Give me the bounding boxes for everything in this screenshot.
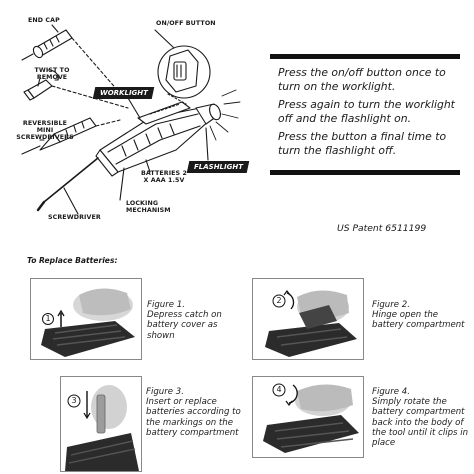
instruction-3: Press the button a final time to turn th… (278, 130, 447, 157)
label-reversible-mini: REVERSIBLE MINI SCREWDRIVERS (16, 120, 74, 142)
label-batteries: BATTERIES 2 X AAA 1.5V (141, 170, 187, 185)
patent-number: US Patent 6511199 (337, 223, 427, 234)
tool-diagram (21, 24, 241, 215)
label-screwdriver: SCREWDRIVER (48, 214, 101, 221)
instruction-list: Press the on/off button once to turn on … (278, 66, 458, 157)
end-cap-part (21, 29, 73, 61)
figure-2-caption: Figure 2. Hinge open the battery compart… (372, 300, 468, 331)
figure-2-text: Hinge open the battery compartment (372, 310, 465, 331)
figure-3-title: Figure 3. (146, 387, 184, 397)
twist-part (23, 69, 59, 101)
tool-body (95, 101, 221, 177)
figure-4-number: 4 (276, 385, 282, 394)
figure-1-number: 1 (45, 314, 51, 323)
figure-3-number: 3 (71, 396, 77, 405)
figure-1-illustration (41, 288, 135, 357)
instruction-2: Press again to turn the worklight off an… (278, 98, 455, 125)
label-flashlight: FLASHLIGHT (186, 161, 250, 173)
figure-1-caption: Figure 1. Depress catch on battery cover… (147, 300, 243, 341)
label-locking-mechanism: LOCKING MECHANISM (126, 200, 171, 215)
replace-batteries-title: To Replace Batteries: (27, 256, 118, 265)
figure-4-text: Simply rotate the battery compartment ba… (372, 397, 469, 449)
label-on-off-button: ON/OFF BUTTON (156, 20, 216, 27)
figure-2-illustration (265, 290, 357, 357)
figure-3-caption: Figure 3. Insert or replace batteries ac… (146, 387, 252, 438)
label-twist-to-remove: TWIST TO REMOVE (34, 67, 70, 82)
figure-2-photo: 2 (252, 278, 364, 360)
figure-4-illustration (263, 383, 359, 453)
figure-4-photo: 4 (252, 376, 364, 458)
top-rule (270, 54, 460, 59)
figure-4-caption: Figure 4. Simply rotate the battery comp… (372, 387, 470, 448)
figure-1-photo: 1 (30, 278, 142, 360)
instruction-1: Press the on/off button once to turn on … (278, 66, 446, 93)
figure-2-number: 2 (276, 296, 282, 305)
label-worklight: WORKLIGHT (92, 87, 155, 99)
figure-1-text: Depress catch on battery cover as shown (147, 310, 222, 341)
figure-3-illustration (65, 385, 139, 471)
bottom-rule (270, 170, 460, 175)
figure-3-text: Insert or replace batteries according to… (146, 397, 241, 438)
label-end-cap: END CAP (28, 17, 60, 24)
figure-3-photo: 3 (60, 376, 142, 472)
figure-4-title: Figure 4. (372, 387, 410, 397)
figure-1-title: Figure 1. (147, 300, 185, 310)
figure-2-title: Figure 2. (372, 300, 410, 310)
